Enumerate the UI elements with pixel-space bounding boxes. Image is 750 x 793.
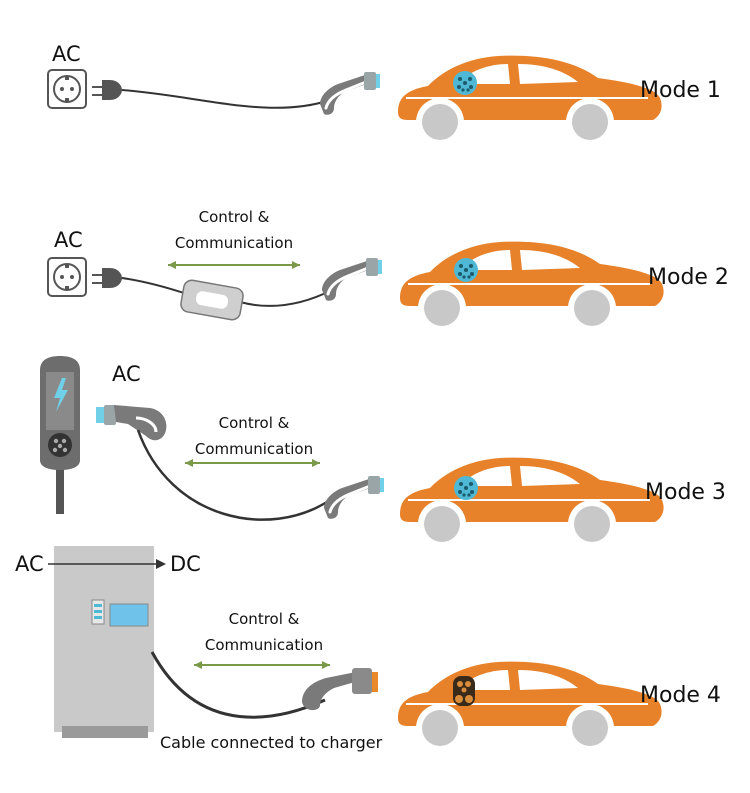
ac-inlet-icon (454, 258, 478, 282)
wall-socket-icon (47, 257, 87, 297)
ac-inlet-icon (454, 476, 478, 500)
vehicle-connector-icon (322, 474, 386, 521)
communication-label: Communication (204, 636, 324, 654)
communication-label: Communication (174, 234, 294, 252)
mode1-row (47, 54, 663, 147)
charging-cable (136, 429, 331, 521)
control-communication-label: Control & Communication (166, 204, 302, 256)
wall-charging-station-icon (40, 356, 80, 514)
electric-car-icon (399, 240, 665, 333)
control-label: Control & (228, 610, 300, 628)
vehicle-connector-icon (318, 70, 382, 117)
station-connector-icon (96, 405, 167, 441)
charging-cable (150, 651, 326, 719)
electric-car-icon (397, 660, 663, 753)
mode-label: Mode 3 (645, 480, 726, 505)
vehicle-connector-icon (320, 256, 384, 303)
cable-caption: Cable connected to charger (160, 733, 383, 752)
mode2-row (47, 240, 665, 333)
plug-icon (92, 268, 122, 288)
ac-label: AC (112, 362, 141, 386)
electric-car-icon (397, 54, 663, 147)
control-communication-label: Control & Communication (196, 606, 332, 658)
ac-label: AC (52, 42, 81, 66)
mode-label: Mode 4 (640, 683, 721, 708)
dc-fast-charger-icon (54, 546, 154, 738)
ac-label: AC (54, 228, 83, 252)
mode-label: Mode 2 (648, 265, 729, 290)
dc-inlet-icon (453, 676, 475, 706)
mode4-row (48, 546, 663, 753)
wall-socket-icon (47, 69, 87, 109)
control-label: Control & (198, 208, 270, 226)
plug-icon (92, 80, 122, 100)
mode3-row (40, 356, 665, 549)
control-communication-label: Control & Communication (186, 410, 322, 462)
dc-label: DC (170, 552, 201, 576)
ac-inlet-icon (453, 71, 477, 95)
electric-car-icon (399, 456, 665, 549)
dc-connector-icon (302, 668, 378, 711)
mode-label: Mode 1 (640, 78, 721, 103)
control-label: Control & (218, 414, 290, 432)
ac-label: AC (15, 552, 44, 576)
charging-cable (121, 89, 331, 109)
communication-label: Communication (194, 440, 314, 458)
